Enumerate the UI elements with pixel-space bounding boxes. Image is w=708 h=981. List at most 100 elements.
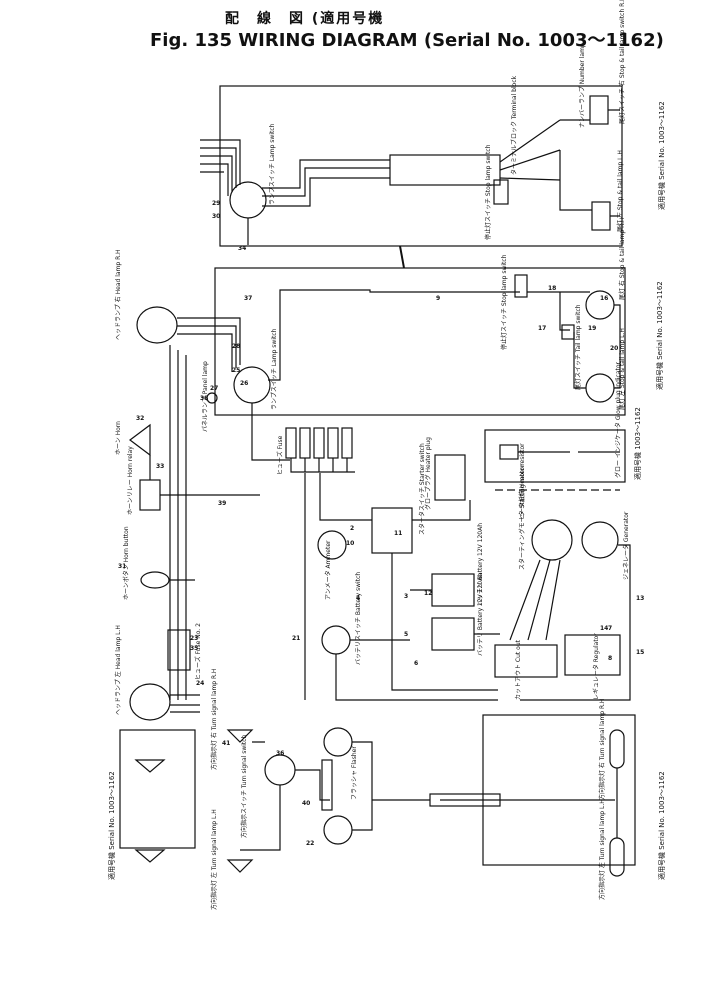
wire-number: 6 [414, 660, 418, 667]
battery-2 [431, 617, 475, 651]
label-heater-plug: グロープラグ Heater plug [424, 437, 432, 510]
turn-signal-lamp-rh [226, 729, 254, 743]
stop-tail-lamp-lh-mid [585, 373, 615, 403]
label-serial-right: 適用号機 1003～1162 [633, 407, 642, 480]
cut-out [494, 644, 558, 678]
label-starting-motor: スターティングモータ Starting motor [518, 464, 526, 570]
heater-plug [434, 454, 466, 501]
ammeter [317, 530, 347, 560]
wire-number: 29 [212, 200, 220, 207]
wire-numbers: 29 30 31 32 33 34 35 36 37 38 39 40 41 2… [118, 200, 644, 847]
fuse-block [285, 427, 353, 459]
glow-plug-indicator [499, 444, 519, 460]
middle-frame [214, 267, 626, 416]
label-horn-button: ホーンボタン Horn button [122, 526, 130, 600]
number-lamp [589, 95, 609, 125]
starting-motor [531, 519, 573, 561]
wire-number: 17 [538, 325, 546, 332]
wire-number: 22 [306, 840, 314, 847]
flasher [321, 759, 333, 811]
stop-lamp-switch-top [493, 179, 509, 205]
wire-number: 20 [610, 345, 618, 352]
label-turn-signal-lamp-lh: 方向指示灯 左 Turn signal lamp L.H [210, 809, 218, 910]
turn-signal-lamp-lh [226, 859, 254, 873]
label-stop-tail-lamp-lh-top: 尾灯 左 Stop & tail lamp L.H [616, 150, 624, 232]
wire-number: 32 [136, 415, 144, 422]
wire-number: 7 [608, 625, 612, 632]
wire-number: 39 [218, 500, 226, 507]
label-serial-bottom-left: 適用号機 Serial No. 1003～1162 [107, 771, 116, 880]
wire-number: 36 [276, 750, 284, 757]
component-labels: ランプスイッチ Lamp switch ターミナルブロック Terminal b… [107, 0, 666, 910]
wire-number: 31 [118, 563, 126, 570]
label-lamp-switch-top: ランプスイッチ Lamp switch [269, 123, 276, 205]
label-flasher: フラッシャ Flasher [351, 746, 358, 800]
serial-jp-text: (適用号機 [311, 11, 385, 27]
regulator [564, 634, 621, 676]
wire-number: 15 [636, 649, 644, 656]
label-number-lamp: ナンバーランプ Number lamp [579, 43, 586, 128]
battery-1 [431, 573, 475, 607]
wire-number: 4 [356, 595, 360, 602]
label-battery-switch: バッテリスイッチ Battery switch [355, 572, 362, 665]
label-serial-top: 適用号機 Serial No. 1003～1162 [657, 101, 666, 210]
label-head-lamp-rh: ヘッドランプ 右 Head lamp R.H [114, 249, 122, 340]
battery-switch [321, 625, 351, 655]
label-turn-lamp-rh: 方向指示灯 右 Turn signal lamp R.H [598, 699, 606, 800]
fuse-2 [167, 629, 191, 671]
label-battery-1: バッテリ Battery 12V 120Ah [477, 523, 484, 606]
wire-number: 12 [424, 590, 432, 597]
label-fuse-2: ヒューズ Fuse No. 2 [194, 623, 202, 680]
label-turn-signal-lamp-rh: 方向指示灯 右 Turn signal lamp R.H [210, 669, 218, 770]
label-serial-mid: 適用号機 Serial No. 1003～1162 [655, 281, 664, 390]
wire-number: 38 [200, 395, 208, 402]
wire-number: 11 [394, 530, 402, 537]
label-terminal-block: ターミナルブロック Terminal block [510, 75, 518, 175]
wire-number: 21 [292, 635, 300, 642]
turn-lamp-rh [609, 729, 625, 769]
label-fuse: ヒューズ Fuse [276, 435, 284, 475]
head-lamp-lh [129, 683, 171, 721]
horn-relay [139, 479, 161, 511]
wire-number: 41 [222, 740, 230, 747]
label-horn-relay: ホーンリレー Horn relay [127, 446, 134, 515]
label-lamp-switch-mid: ランプスイッチ Lamp switch [271, 328, 278, 410]
top-frame [219, 85, 623, 247]
label-heater-resistor: ヒータ抵抗 Heater resistor [518, 443, 526, 520]
title-japanese: 配 線 図 (適用号機 [225, 8, 645, 28]
turn-signal-switch [264, 754, 296, 786]
label-stop-tail-lamp-lh-mid: 尾灯 左 Stop & tail lamp L.H [618, 328, 626, 410]
wire-number: 26 [240, 380, 248, 387]
serial-range: (Serial No. 1003～1162) [423, 30, 664, 51]
label-battery-2: バッテリ Battery 12V 120Ah [477, 573, 484, 656]
wire-number: 35 [190, 645, 198, 652]
label-turn-signal-switch: 方向指示スイッチ Turn signal switch [240, 734, 248, 838]
wire-number: 9 [436, 295, 440, 302]
label-stop-tail-lamp-rh: 尾灯 右 Stop & tail lamp R.H [618, 218, 626, 301]
wire-number: 18 [548, 285, 556, 292]
label-starter-switch: スタータスイッチ Starter switch [418, 443, 426, 535]
bottom-right-frame [482, 714, 636, 866]
wire-number: 40 [302, 800, 310, 807]
figure-title: Fig. 135 WIRING DIAGRAM [150, 30, 418, 51]
title-jp-text: 配 線 図 [225, 11, 305, 27]
label-stop-tail-lamp-switch-rh: 尾灯スイッチ 右 Stop & tail lamp switch R.H [618, 0, 626, 124]
wire-number: 10 [346, 540, 354, 547]
wire-number: 27 [210, 385, 218, 392]
wire-number: 3 [404, 593, 408, 600]
turn-lamp-lh [609, 837, 625, 877]
wire-number: 37 [244, 295, 252, 302]
label-ammeter: アンメータ Ammeter [324, 540, 332, 600]
label-horn: ホーン Horn [115, 421, 122, 455]
head-lamp-rh [136, 306, 178, 344]
glow-plug-frame [484, 429, 626, 483]
wire-number: 24 [196, 680, 204, 687]
wire-number: 8 [608, 655, 612, 662]
label-stop-lamp-switch-top: 停止灯スイッチ Stop lamp switch [484, 144, 492, 240]
wire-number: 34 [238, 245, 246, 252]
label-glow-plug-indicator: グロー インジケータ Glow plug indicator [614, 361, 622, 478]
wire-number: 28 [232, 343, 240, 350]
wire-number: 2 [350, 525, 354, 532]
stop-tail-lamp-lh-top [591, 201, 611, 231]
